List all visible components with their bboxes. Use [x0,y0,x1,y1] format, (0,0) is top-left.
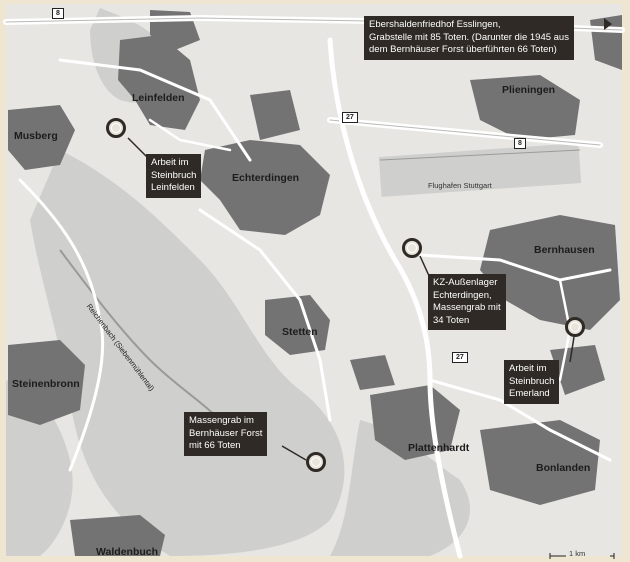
place-label-steinenbronn: Steinenbronn [12,378,80,390]
callout-kz-camp: KZ-Außenlager Echterdingen, Massengrab m… [428,274,506,330]
callout-kz-line-2: Echterdingen, [433,289,492,301]
scale-bar [549,553,615,559]
airport-runway [379,149,581,161]
settlement-areas [8,10,622,556]
place-label-leinfelden: Leinfelden [132,92,185,104]
arrow-right-icon [604,18,612,30]
place-label-plieningen: Plieningen [502,84,556,96]
callout-leinfelden-line-1: Arbeit im [151,157,189,168]
site-marker-leinfelden-quarry[interactable] [106,118,126,138]
callout-friedhof-line-1: Ebershaldenfriedhof Esslingen, [369,19,501,30]
river [59,249,221,421]
callout-leinfelden-quarry: Arbeit im Steinbruch Leinfelden [146,154,202,198]
callout-forest-line-2: Bernhäuser Forst [189,427,263,439]
callout-leinfelden-line-3: Leinfelden [151,182,195,193]
callout-kz-line-1: KZ-Außenlager [433,277,498,288]
callout-forest-line-1: Massengrab im [189,415,254,426]
callout-emerland-line-3: Emerland [509,388,550,399]
site-marker-emerland-quarry[interactable] [565,317,585,337]
callout-kz-line-4: 34 Toten [433,314,470,326]
place-label-waldenbuch: Waldenbuch [96,546,159,558]
callout-forest-grave: Massengrab im Bernhäuser Forst mit 66 To… [184,412,268,456]
callout-friedhof-line-3: dem Bernhäuser Forst überführten 66 Tote… [369,44,557,55]
callout-emerland-line-2: Steinbruch [509,375,555,387]
road-sign-b27-south: 27 [452,352,468,363]
place-label-bernhausen: Bernhausen [534,244,595,256]
callout-leinfelden-line-2: Steinbruch [151,169,197,181]
airport [378,143,582,197]
callout-forest-line-3: mit 66 Toten [189,440,241,451]
airport-label: Flughafen Stuttgart [428,181,492,190]
callout-friedhof-line-2: Grabstelle mit 85 Toten. (Darunter die 1… [369,31,569,43]
road-sign-a8-east: 8 [514,138,526,149]
place-label-echterdingen: Echterdingen [232,172,300,184]
callout-emerland-quarry: Arbeit im Steinbruch Emerland [504,360,560,404]
road-sign-b27-north: 27 [342,112,358,123]
scale-label: 1 km [569,549,586,558]
callout-emerland-line-1: Arbeit im [509,363,547,374]
callout-kz-line-3: Massengrab mit [433,302,501,313]
site-marker-kz-camp[interactable] [402,238,422,258]
place-label-stetten: Stetten [282,326,318,338]
place-label-bonlanden: Bonlanden [536,462,591,474]
place-label-musberg: Musberg [14,130,58,142]
site-marker-forest-grave[interactable] [306,452,326,472]
callout-friedhof: Ebershaldenfriedhof Esslingen, Grabstell… [364,16,574,60]
place-label-plattenhardt: Plattenhardt [408,442,470,454]
road-sign-a8-west: 8 [52,8,64,19]
